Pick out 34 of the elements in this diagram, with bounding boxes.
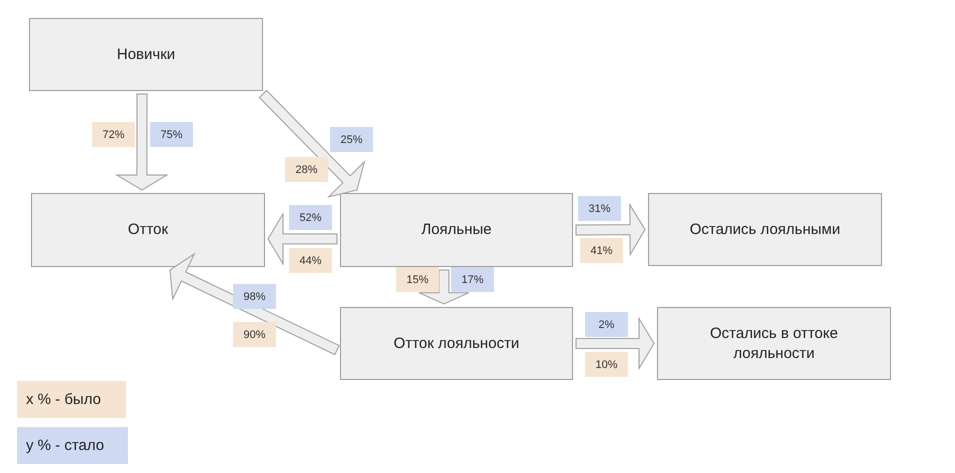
percentage-label: 2% xyxy=(585,312,628,337)
percentage-label: 44% xyxy=(289,248,332,273)
node-label: Остались лояльными xyxy=(690,220,840,240)
percentage-label: 31% xyxy=(578,196,621,221)
block-arrow xyxy=(418,270,470,305)
node-label: Новички xyxy=(116,44,176,64)
node-label: Остались в оттоке лояльности xyxy=(709,324,839,363)
block-arrow xyxy=(267,212,338,266)
percentage-label: 52% xyxy=(289,205,332,230)
percentage-label: 17% xyxy=(451,267,494,292)
legend-entry: y % - стало xyxy=(17,427,128,464)
node-label: Лояльные xyxy=(421,220,492,240)
percentage-label: 98% xyxy=(233,284,276,309)
node-label: Отток xyxy=(128,220,168,240)
percentage-label: 41% xyxy=(580,238,623,263)
process-box xyxy=(29,18,263,91)
percentage-label: 72% xyxy=(92,122,135,147)
process-box xyxy=(340,193,573,267)
percentage-label: 25% xyxy=(330,127,373,152)
percentage-label: 28% xyxy=(285,157,328,182)
percentage-label: 75% xyxy=(150,122,193,147)
process-box xyxy=(340,307,573,380)
block-arrow xyxy=(115,94,169,191)
block-arrow xyxy=(576,202,646,256)
percentage-label: 90% xyxy=(233,322,276,347)
process-box xyxy=(648,193,882,266)
process-box xyxy=(657,307,891,380)
node-label: Отток лояльности xyxy=(394,334,520,354)
percentage-label: 10% xyxy=(585,352,628,377)
block-arrow xyxy=(258,90,366,198)
process-box xyxy=(31,193,265,267)
block-arrow xyxy=(576,316,655,370)
legend-entry: x % - было xyxy=(17,381,126,418)
percentage-label: 15% xyxy=(396,267,439,292)
